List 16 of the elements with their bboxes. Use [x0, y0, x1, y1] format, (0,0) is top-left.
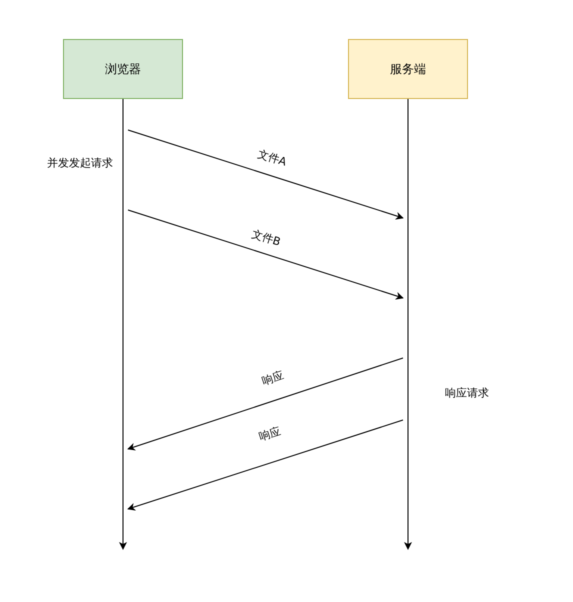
note-text: 响应请求: [445, 386, 489, 400]
lifeline-arrow: [118, 99, 128, 550]
participant-name: 服务端: [390, 60, 426, 78]
participant-box: [63, 39, 183, 99]
message-arrow: [127, 420, 404, 511]
lifeline-arrow: [403, 99, 413, 550]
edge-label: 响应: [260, 367, 286, 389]
message-arrow: [128, 210, 404, 300]
participant-name: 浏览器: [105, 60, 141, 78]
edge-label: 文件A: [256, 146, 288, 170]
note-text: 并发发起请求: [47, 156, 113, 170]
message-arrow: [128, 130, 404, 220]
edge-label: 文件B: [250, 226, 282, 250]
participant-box: [348, 39, 468, 99]
message-arrow: [127, 358, 404, 451]
edge-label: 响应: [257, 423, 283, 445]
